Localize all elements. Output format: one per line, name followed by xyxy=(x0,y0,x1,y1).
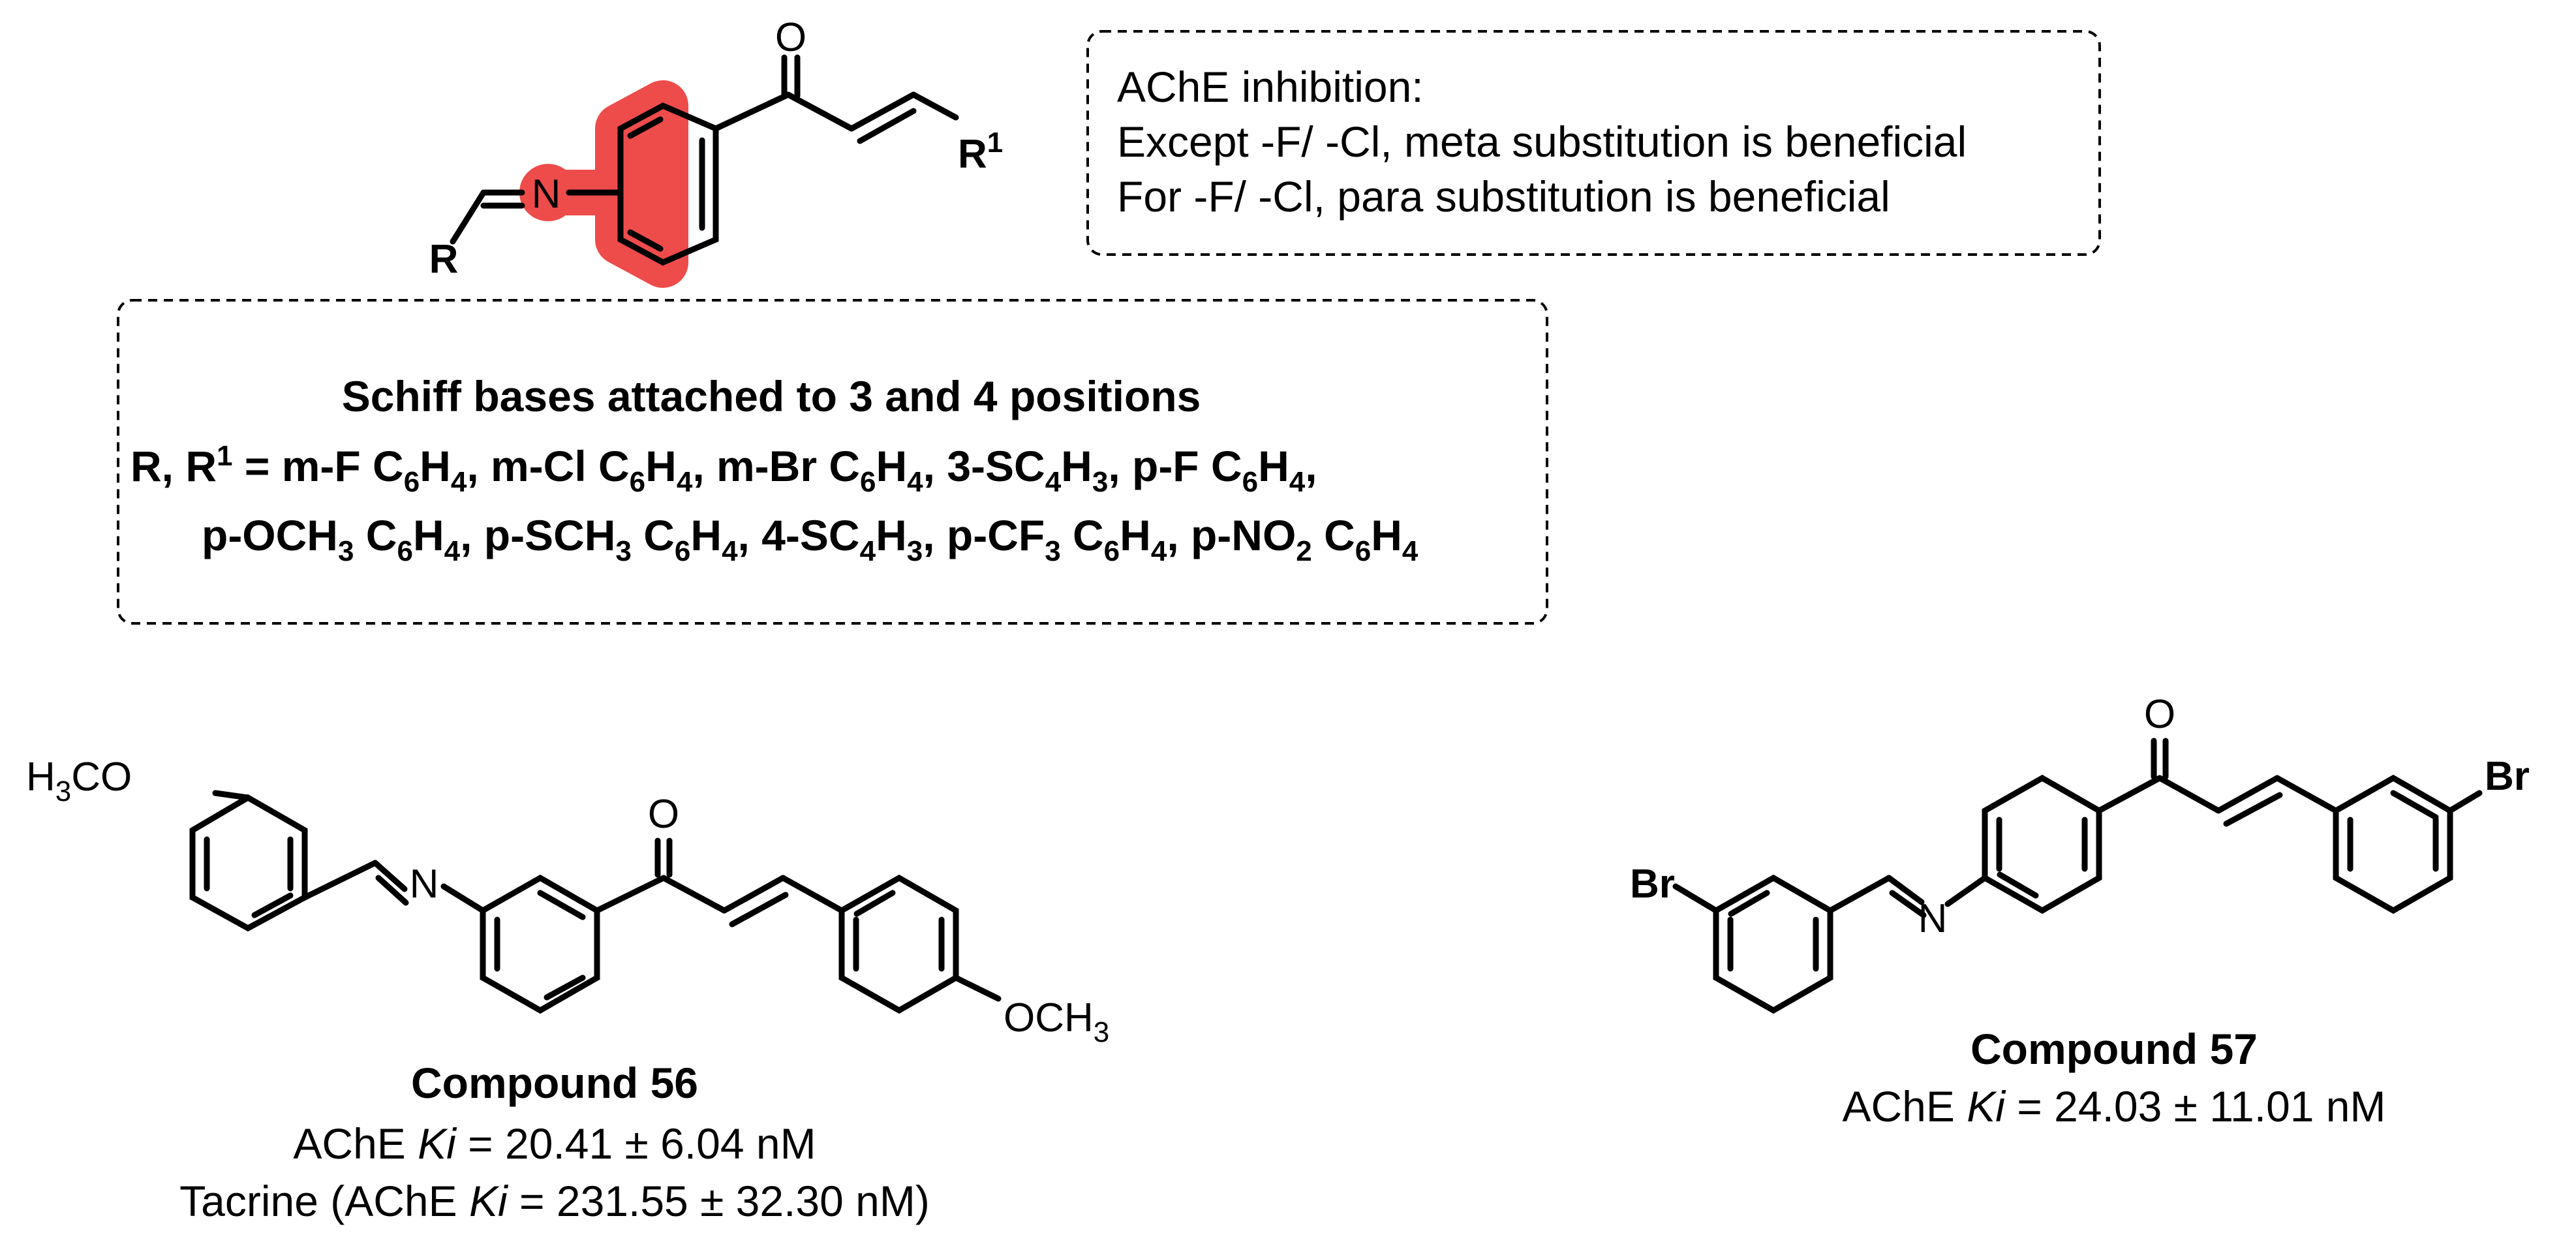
compound-56-bonds xyxy=(189,790,1002,1014)
sar-notes-box: AChE inhibition: Except -F/ -Cl, meta su… xyxy=(1086,30,2101,256)
compound-57-oxygen-label: O xyxy=(2144,692,2175,737)
compound-57-nitrogen-label: N xyxy=(1918,896,1948,941)
compound-57-structure: Br N O Br xyxy=(1630,692,2530,1014)
compound-57-caption: Compound 57 AChE Ki = 24.03 ± 11.01 nM xyxy=(1843,1025,2386,1131)
compound-57-label: Compound 57 xyxy=(1970,1025,2258,1073)
scaffold-nitrogen-label: N xyxy=(532,172,561,217)
scaffold-r1-label: R1 xyxy=(958,127,1003,177)
compound-57-bromo-right: Br xyxy=(2485,754,2530,799)
compound-56-caption: Compound 56 AChE Ki = 20.41 ± 6.04 nM Ta… xyxy=(179,1059,930,1225)
compound-56-nitrogen-label: N xyxy=(410,862,439,907)
substituent-line-2: p-OCH3 C6H4, p-SCH3 C6H4, 4-SC4H3, p-CF3… xyxy=(202,511,1418,567)
sar-para-rule: For -F/ -Cl, para substitution is benefi… xyxy=(1117,172,1890,221)
compound-56-methoxy-right: OCH3 xyxy=(1004,995,1109,1048)
substituent-title: Schiff bases attached to 3 and 4 positio… xyxy=(342,372,1201,420)
scaffold-structure: O N R R1 xyxy=(429,15,1003,288)
compound-56-methoxy-left: H3CO xyxy=(26,755,132,807)
sar-title: AChE inhibition: xyxy=(1117,63,1424,111)
substituent-line-1: R, R1 = m-F C6H4, m-Cl C6H4, m-Br C6H4, … xyxy=(130,440,1317,498)
compound-57-bonds xyxy=(1672,738,2483,1014)
compound-57-activity: AChE Ki = 24.03 ± 11.01 nM xyxy=(1843,1082,2386,1131)
compound-56-activity: AChE Ki = 20.41 ± 6.04 nM xyxy=(293,1119,816,1168)
substituent-box: Schiff bases attached to 3 and 4 positio… xyxy=(117,299,1548,625)
compound-56-structure: H3CO N O OCH3 xyxy=(26,755,1109,1048)
compound-56-oxygen-label: O xyxy=(648,792,679,837)
compound-57-bromo-left: Br xyxy=(1630,862,1675,907)
scaffold-r-label: R xyxy=(429,237,459,282)
sar-meta-rule: Except -F/ -Cl, meta substitution is ben… xyxy=(1117,117,1967,166)
scaffold-oxygen-label: O xyxy=(775,15,806,60)
scaffold-bonds xyxy=(450,54,959,266)
compound-56-reference: Tacrine (AChE Ki = 231.55 ± 32.30 nM) xyxy=(179,1177,930,1225)
compound-56-label: Compound 56 xyxy=(411,1059,698,1107)
